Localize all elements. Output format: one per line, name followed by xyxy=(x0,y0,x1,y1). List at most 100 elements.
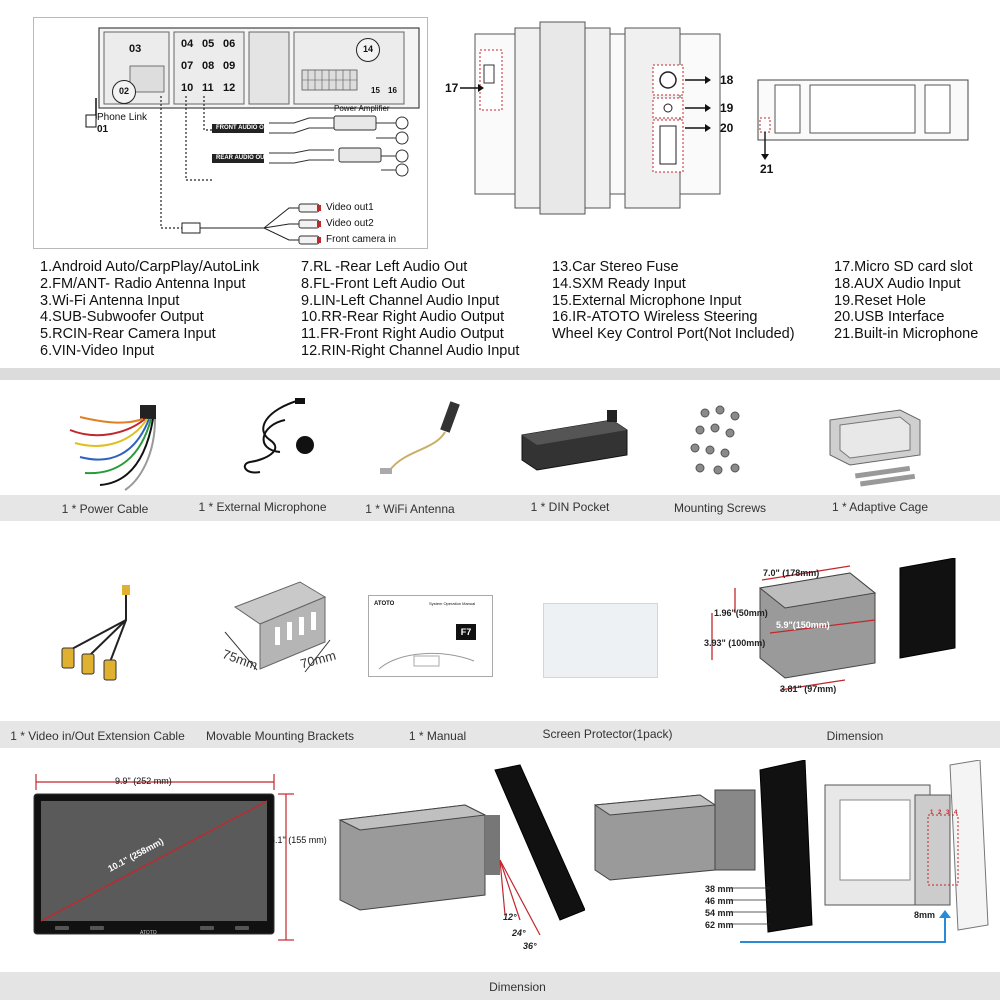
manual-title: System Operation Manual xyxy=(429,601,476,606)
screen-dimension-lines xyxy=(35,774,294,941)
caption-dimension-small: Dimension xyxy=(826,729,884,743)
legend-item: 17.Micro SD card slot xyxy=(834,259,973,275)
caption-mounting-brackets: Movable Mounting Brackets xyxy=(205,729,355,743)
height-adjust-device xyxy=(593,760,813,933)
port-08: 08 xyxy=(202,60,215,72)
dim-depth: 5.9"(150mm) xyxy=(776,620,830,630)
legend-item: 3.Wi-Fi Antenna Input xyxy=(40,292,180,309)
manual-image: ATOTO System Operation Manual F7 xyxy=(368,595,493,677)
side-mm-label: 8mm xyxy=(914,910,936,920)
legend-item: 7.RL -Rear Left Audio Out xyxy=(301,259,468,275)
port-10: 10 xyxy=(181,82,194,94)
screen-brand: ATOTO xyxy=(140,930,157,936)
port-02: 02 xyxy=(112,80,136,104)
legend-item: 8.FL-Front Left Audio Out xyxy=(301,275,465,292)
side-view-diagram xyxy=(460,21,721,215)
accessories-caption-row-1 xyxy=(0,495,1000,521)
port-15: 15 xyxy=(371,86,380,95)
legend-item: 2.FM/ANT- Radio Antenna Input xyxy=(40,275,246,292)
tilt-angle-36: 36° xyxy=(523,941,537,951)
wiring-diagram: 02 03 04 05 06 07 08 09 10 11 12 14 15 1… xyxy=(33,17,428,249)
legend-item: Wheel Key Control Port(Not Included) xyxy=(552,326,795,343)
port-09: 09 xyxy=(223,60,236,72)
port-11: 11 xyxy=(202,82,214,94)
legend-item: 18.AUX Audio Input xyxy=(834,275,961,292)
caption-screen-protector: Screen Protector(1pack) xyxy=(542,727,673,741)
port-16: 16 xyxy=(388,86,397,95)
manual-brand: ATOTO xyxy=(374,601,395,607)
height-54mm: 54 mm xyxy=(705,908,734,918)
caption-manual: 1 * Manual xyxy=(408,729,467,743)
dim-width-bottom: 3.81" (97mm) xyxy=(780,684,837,694)
front-audio-out-label: FRONT AUDIO OUT xyxy=(216,125,272,131)
external-microphone-image xyxy=(243,398,314,474)
mounting-screws-image xyxy=(690,405,740,475)
port-07: 07 xyxy=(181,60,194,72)
power-cable-image xyxy=(69,405,156,491)
callout-17: 17 xyxy=(445,81,459,95)
side-num-2: 2 xyxy=(938,810,942,816)
dimension-device-small xyxy=(711,558,956,691)
legend-item: 15.External Microphone Input xyxy=(552,292,742,309)
legend-column-2: 7.RL -Rear Left Audio Out 8.FL-Front Lef… xyxy=(301,259,519,360)
video-extension-cable-image xyxy=(61,585,130,681)
mounting-brackets-image xyxy=(224,581,331,673)
dim-width-top: 7.0" (178mm) xyxy=(763,568,820,578)
port-04: 04 xyxy=(181,38,194,50)
port-05: 05 xyxy=(202,38,215,50)
caption-din-pocket: 1 * DIN Pocket xyxy=(530,500,610,514)
legend-item: 5.RCIN-Rear Camera Input xyxy=(40,326,216,343)
separator-band xyxy=(0,368,1000,380)
tilt-angle-12: 12° xyxy=(503,912,517,922)
bottom-caption-band xyxy=(0,972,1000,1000)
caption-wifi-antenna: 1 * WiFi Antenna xyxy=(365,502,455,516)
video-out1-label: Video out1 xyxy=(326,202,374,213)
screen-height-label: 6.1" (155 mm) xyxy=(270,835,327,845)
phone-link-label: Phone Link xyxy=(97,112,148,123)
wifi-antenna-image xyxy=(380,401,460,474)
blue-arrow xyxy=(740,910,951,943)
screen-width-label: 9.9" (252 mm) xyxy=(115,776,172,786)
caption-adaptive-cage: 1 * Adaptive Cage xyxy=(831,500,929,514)
port-14: 14 xyxy=(356,38,380,62)
din-pocket-image xyxy=(521,410,628,471)
callout-20: 20 xyxy=(720,121,734,135)
caption-dimension-bottom: Dimension xyxy=(489,980,546,994)
power-amplifier-label: Power Amplifier xyxy=(334,104,390,113)
height-46mm: 46 mm xyxy=(705,896,734,906)
legend-item: 12.RIN-Right Channel Audio Input xyxy=(301,342,520,359)
port-12: 12 xyxy=(223,82,236,94)
height-38mm: 38 mm xyxy=(705,884,734,894)
caption-video-extension-cable: 1 * Video in/Out Extension Cable xyxy=(10,729,185,743)
screen-protector-image xyxy=(543,603,658,678)
callout-21: 21 xyxy=(760,162,774,176)
tilt-angle-24: 24° xyxy=(512,928,526,938)
legend-item: 11.FR-Front Right Audio Output xyxy=(301,326,504,343)
legend-item: 6.VIN-Video Input xyxy=(40,342,155,359)
tilt-angle-device xyxy=(338,764,585,936)
manual-model: F7 xyxy=(456,624,476,640)
height-62mm: 62 mm xyxy=(705,920,734,930)
video-out2-label: Video out2 xyxy=(326,218,374,229)
legend-item: 19.Reset Hole xyxy=(834,292,926,309)
phone-link-number: 01 xyxy=(97,124,109,135)
port-06: 06 xyxy=(223,38,236,50)
callout-18: 18 xyxy=(720,73,734,87)
legend-item: 21.Built-in Microphone xyxy=(834,326,979,343)
legend-item: 20.USB Interface xyxy=(834,309,945,326)
screen-front-view xyxy=(33,793,275,935)
legend-item: 13.Car Stereo Fuse xyxy=(552,259,679,275)
side-mount-device xyxy=(824,760,989,931)
rear-audio-out-label: REAR AUDIO OUT xyxy=(216,155,269,161)
adaptive-cage-image xyxy=(829,409,921,487)
manual-illustration xyxy=(378,653,475,670)
side-num-3: 3 xyxy=(946,810,950,816)
dim-height-2: 3.93" (100mm) xyxy=(704,638,766,648)
legend-column-4: 17.Micro SD card slot 18.AUX Audio Input… xyxy=(834,259,978,343)
front-camera-in-label: Front camera in xyxy=(326,234,397,245)
caption-power-cable: 1 * Power Cable xyxy=(61,502,149,516)
callout-19: 19 xyxy=(720,101,734,115)
legend-item: 10.RR-Rear Right Audio Output xyxy=(301,309,505,326)
side-num-1: 1 xyxy=(930,810,934,816)
caption-external-microphone: 1 * External Microphone xyxy=(198,500,327,514)
